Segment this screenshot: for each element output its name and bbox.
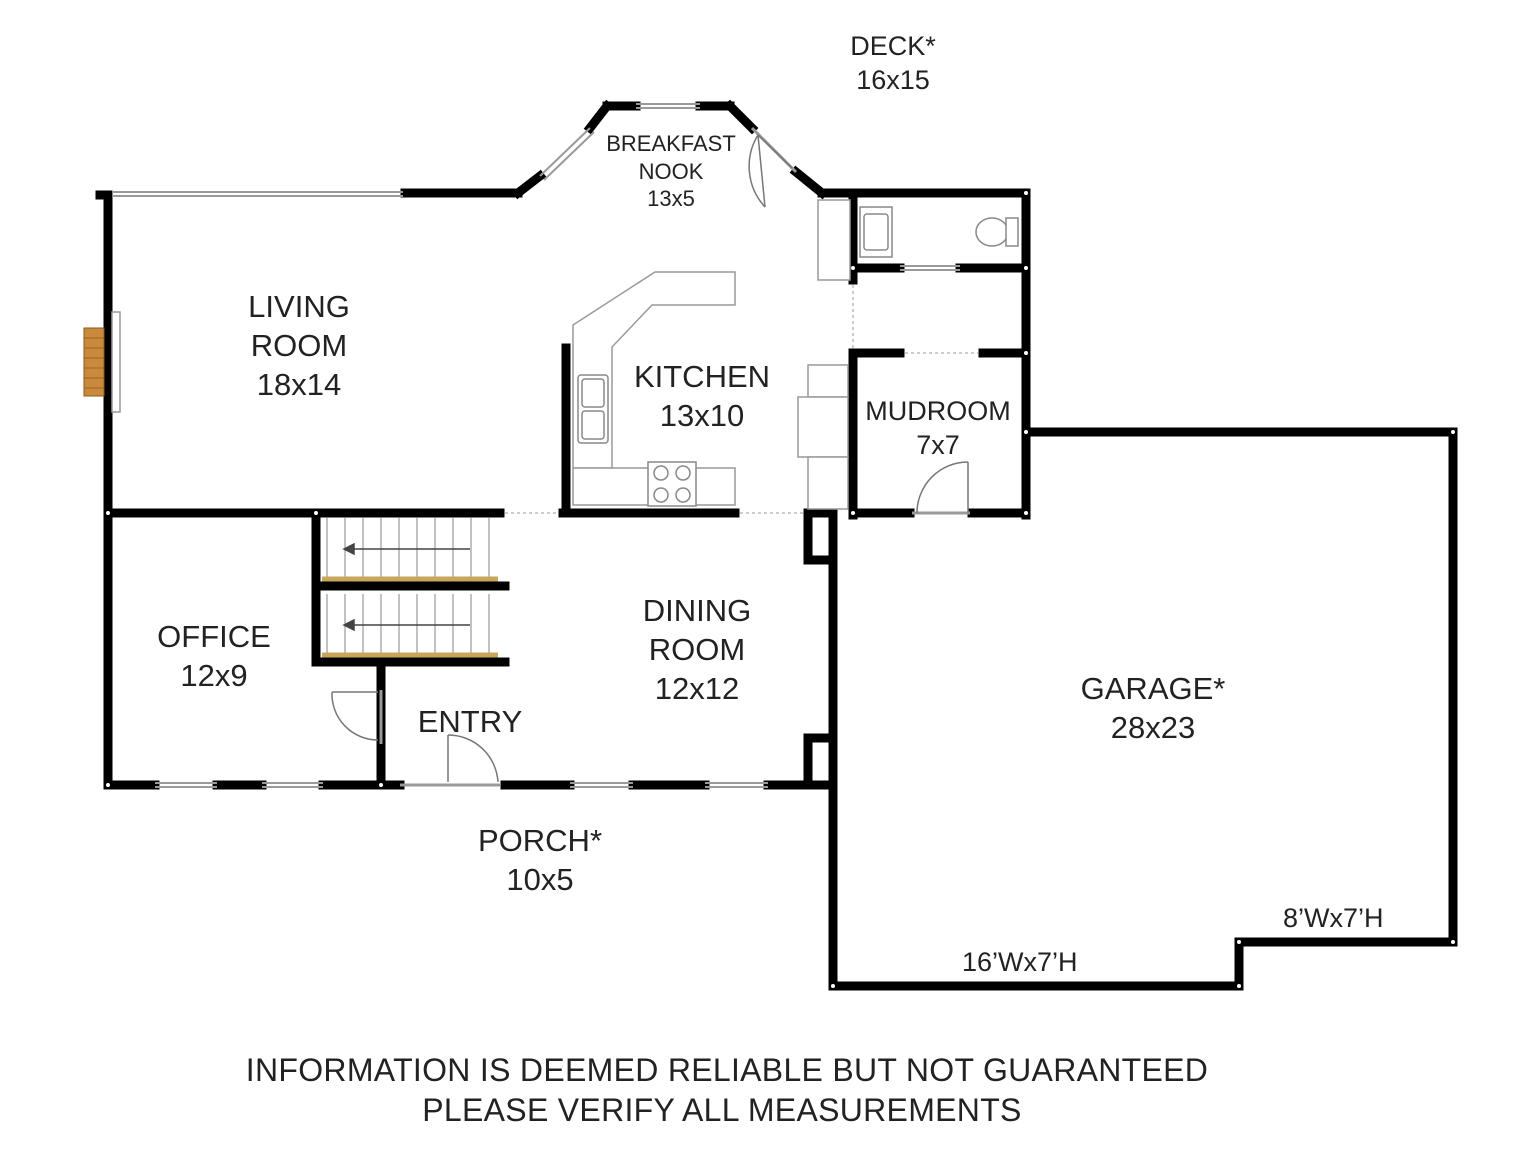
fridge-pantry (797, 199, 851, 510)
living-room-name-2: ROOM (250, 327, 348, 363)
porch-size: 10x5 (506, 861, 574, 897)
disclaimer-line-2: PLEASE VERIFY ALL MEASUREMENTS (422, 1092, 1022, 1128)
porch-name: PORCH* (477, 823, 603, 858)
fireplace (83, 311, 121, 413)
office-label: OFFICE 12x9 (157, 618, 271, 696)
deck-name: DECK* (850, 31, 936, 61)
stair-treads (322, 576, 498, 658)
entry-name: ENTRY (417, 704, 523, 739)
deck-label: DECK* 16x15 (850, 30, 936, 98)
porch-label: PORCH* 10x5 (478, 822, 602, 900)
breakfast-nook-name-2: NOOK (638, 158, 704, 184)
garage-size: 28x23 (1110, 709, 1196, 745)
interior-walls (103, 188, 1031, 790)
exterior-walls (95, 99, 1031, 790)
mudroom-label: MUDROOM 7x7 (865, 395, 1010, 463)
breakfast-nook-size: 13x5 (647, 186, 695, 211)
bath-fixtures (859, 206, 1019, 258)
mudroom-name: MUDROOM (865, 396, 1011, 426)
mudroom-size: 7x7 (916, 429, 960, 460)
deck-size: 16x15 (856, 64, 930, 95)
living-room-label: LIVING ROOM 18x14 (248, 288, 350, 404)
office-name: OFFICE (157, 619, 271, 654)
range (647, 461, 697, 507)
sink (577, 374, 609, 444)
stair-arrows (342, 542, 470, 632)
kitchen-size: 13x10 (659, 397, 745, 433)
dining-room-label: DINING ROOM 12x12 (643, 592, 752, 708)
breakfast-nook-name-1: BREAKFAST (606, 131, 736, 156)
doors (331, 126, 970, 787)
garage-side-door-dimension: 8’Wx7’H (1283, 903, 1384, 933)
garage-main-door-dimension: 16’Wx7’H (962, 947, 1078, 977)
garage-walls (828, 427, 1458, 991)
disclaimer-line-1: INFORMATION IS DEEMED RELIABLE BUT NOT G… (245, 1052, 1209, 1088)
garage-name: GARAGE* (1080, 671, 1226, 706)
living-room-size: 18x14 (256, 366, 342, 402)
dining-room-name-2: ROOM (648, 631, 746, 667)
wall-joints (106, 191, 1455, 988)
office-size: 12x9 (180, 657, 248, 693)
breakfast-nook-label: BREAKFAST NOOK 13x5 (606, 130, 736, 213)
kitchen-name: KITCHEN (633, 359, 771, 394)
dining-room-name-1: DINING (642, 593, 752, 628)
kitchen-label: KITCHEN 13x10 (634, 358, 770, 436)
living-room-name-1: LIVING (248, 289, 350, 324)
openings (505, 285, 978, 514)
dining-room-size: 12x12 (654, 670, 740, 706)
windows (112, 103, 960, 788)
garage-label: GARAGE* 28x23 (1081, 670, 1226, 748)
entry-label: ENTRY (418, 703, 523, 742)
